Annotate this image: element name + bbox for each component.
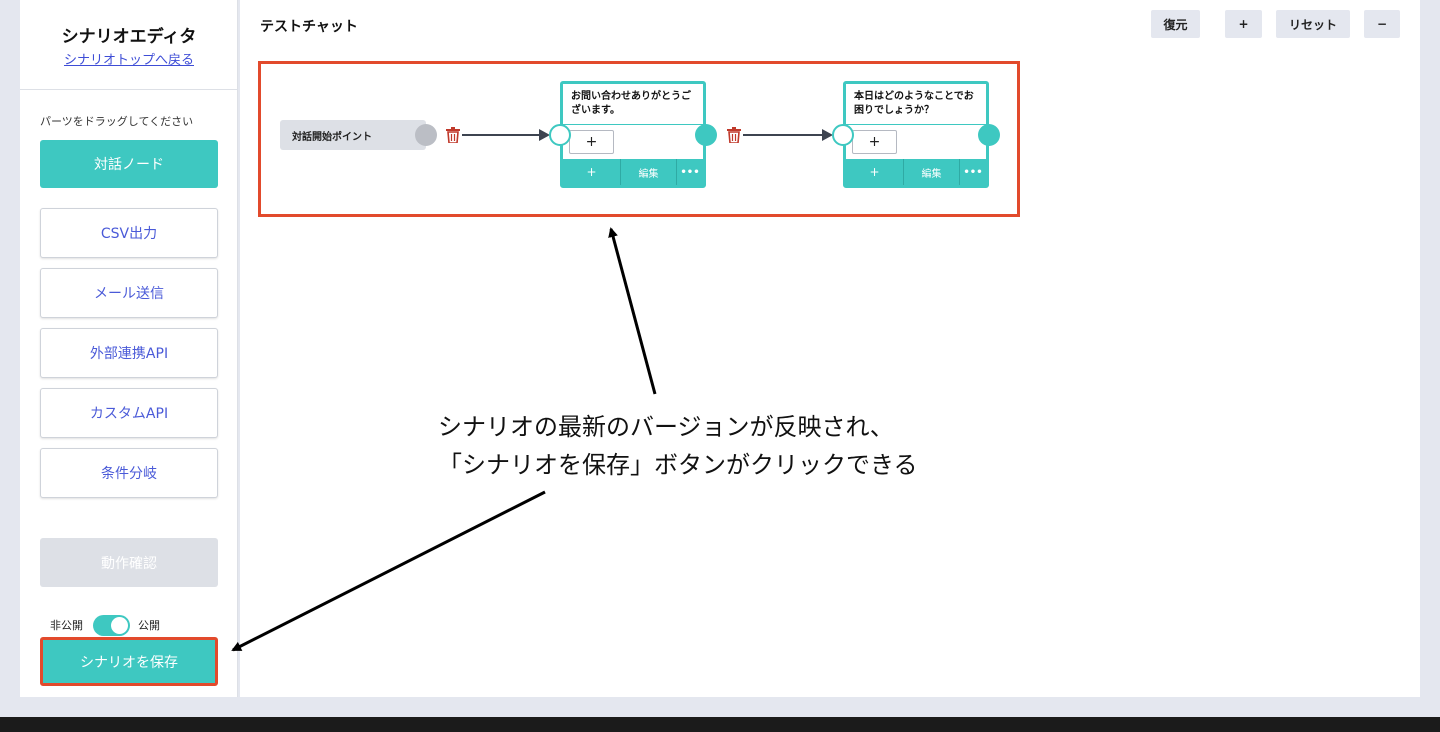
editor-title: シナリオエディタ — [61, 27, 197, 47]
publish-toggle[interactable] — [93, 614, 130, 636]
trash-icon[interactable] — [446, 127, 460, 143]
zoom-out-button[interactable]: − — [1364, 10, 1400, 38]
csv-output-part[interactable]: CSV出力 — [40, 208, 218, 258]
more-menu-button[interactable]: ••• — [680, 166, 700, 178]
node-divider — [563, 124, 703, 125]
condition-branch-part[interactable]: 条件分岐 — [40, 448, 218, 498]
node-message: お問い合わせありがとうございます。 — [571, 91, 691, 116]
footer-add-button[interactable]: + — [846, 159, 904, 185]
trash-icon[interactable] — [727, 127, 741, 143]
edit-button[interactable]: 編集 — [621, 159, 677, 185]
drag-hint: パーツをドラッグしてください — [40, 115, 194, 128]
connector-arrow — [822, 129, 833, 141]
restore-button[interactable]: 復元 — [1151, 10, 1200, 38]
bottom-bar — [0, 717, 1440, 732]
connector-line — [743, 134, 823, 136]
connector-arrow — [539, 129, 550, 141]
node-message: 本日はどのようなことでお困りでしょうか？ — [854, 91, 974, 116]
scenario-name: テストチャット — [260, 19, 358, 35]
divider — [20, 89, 237, 90]
custom-api-part[interactable]: カスタムAPI — [40, 388, 218, 438]
node-input-port[interactable] — [832, 124, 854, 146]
node-footer: + 編集 ••• — [846, 159, 986, 185]
edit-button[interactable]: 編集 — [904, 159, 960, 185]
start-point-node[interactable]: 対話開始ポイント — [280, 120, 426, 150]
flow-highlight-box — [258, 61, 1020, 217]
annotation-text: シナリオの最新のバージョンが反映され、 「シナリオを保存」ボタンがクリックできる — [438, 413, 918, 479]
zoom-in-button[interactable]: + — [1225, 10, 1262, 38]
dialog-node-part[interactable]: 対話ノード — [40, 140, 218, 188]
connector-line — [462, 134, 540, 136]
node-output-port[interactable] — [978, 124, 1000, 146]
publish-toggle-row: 非公開 公開 — [50, 614, 160, 636]
dialog-node[interactable]: お問い合わせありがとうございます。 + + 編集 ••• — [560, 81, 706, 188]
node-divider — [846, 124, 986, 125]
sidebar: シナリオエディタ シナリオトップへ戻る パーツをドラッグしてください 対話ノード… — [20, 0, 238, 697]
node-footer: + 編集 ••• — [563, 159, 703, 185]
start-output-port[interactable] — [415, 124, 437, 146]
flow-canvas[interactable]: テストチャット 復元 + リセット − 対話開始ポイント お問い合わせありがとう… — [240, 0, 1420, 697]
node-input-port[interactable] — [549, 124, 571, 146]
footer-add-button[interactable]: + — [563, 159, 621, 185]
private-label: 非公開 — [50, 619, 83, 632]
dialog-node[interactable]: 本日はどのようなことでお困りでしょうか？ + + 編集 ••• — [843, 81, 989, 188]
public-label: 公開 — [138, 619, 160, 632]
mail-send-part[interactable]: メール送信 — [40, 268, 218, 318]
operation-check-button: 動作確認 — [40, 538, 218, 587]
toggle-knob — [111, 616, 128, 634]
node-output-port[interactable] — [695, 124, 717, 146]
add-choice-button[interactable]: + — [569, 130, 614, 154]
more-menu-button[interactable]: ••• — [963, 166, 983, 178]
start-point-label: 対話開始ポイント — [292, 131, 372, 143]
reset-button[interactable]: リセット — [1276, 10, 1350, 38]
external-api-part[interactable]: 外部連携API — [40, 328, 218, 378]
back-to-top-link[interactable]: シナリオトップへ戻る — [63, 53, 194, 68]
add-choice-button[interactable]: + — [852, 130, 897, 154]
save-button-highlight: シナリオを保存 — [40, 637, 218, 686]
save-scenario-button[interactable]: シナリオを保存 — [43, 640, 215, 683]
